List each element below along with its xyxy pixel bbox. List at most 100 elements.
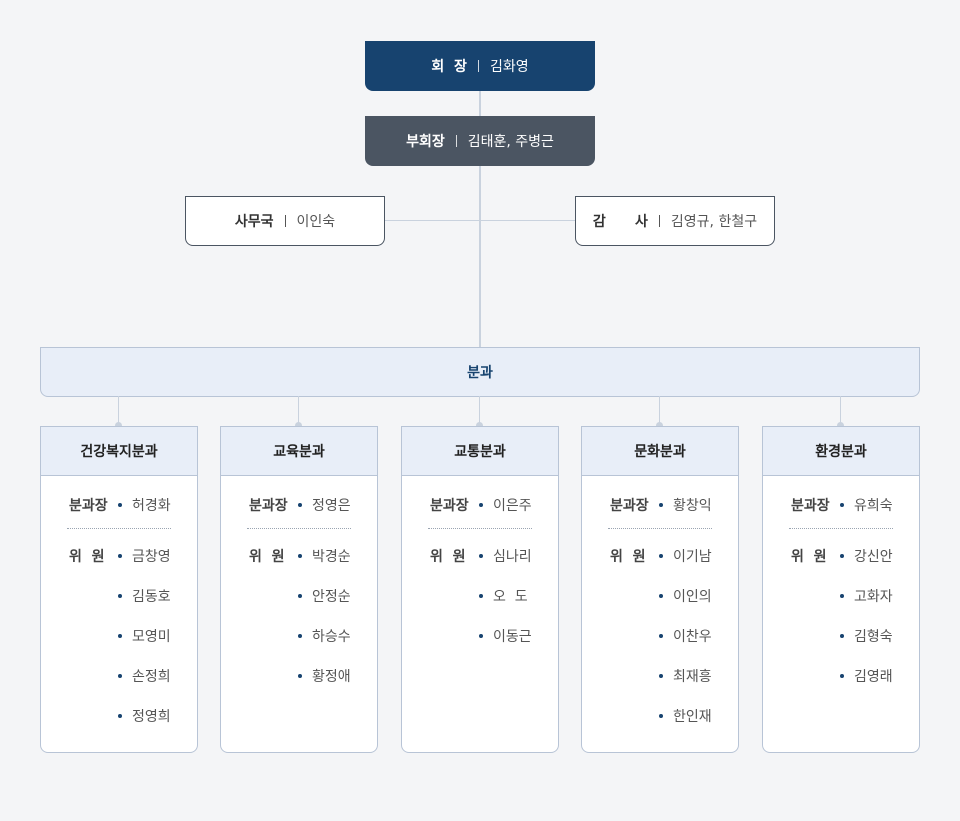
members-label: 위 원 bbox=[610, 549, 646, 565]
member-name: 최재흥 bbox=[673, 669, 712, 685]
departments-label: 분과 bbox=[467, 365, 493, 381]
bullet-icon bbox=[840, 503, 844, 507]
member-row: 이동근 bbox=[402, 626, 558, 646]
bullet-icon bbox=[118, 714, 122, 718]
department-connector-line bbox=[298, 396, 299, 426]
bullet-icon bbox=[118, 634, 122, 638]
head-label: 분과장 bbox=[430, 498, 469, 514]
department-connector-line bbox=[479, 396, 480, 426]
member-name: 정영희 bbox=[132, 709, 171, 725]
member-row: 위 원 심나리 bbox=[402, 546, 558, 566]
member-row: 손정희 bbox=[41, 666, 197, 686]
bullet-icon bbox=[840, 554, 844, 558]
member-name: 심나리 bbox=[493, 549, 532, 565]
member-name: 이동근 bbox=[493, 629, 532, 645]
bullet-icon bbox=[659, 674, 663, 678]
member-name: 고화자 bbox=[854, 589, 893, 605]
bullet-icon bbox=[840, 634, 844, 638]
bullet-icon bbox=[118, 503, 122, 507]
head-label: 분과장 bbox=[69, 498, 108, 514]
bullet-icon bbox=[479, 634, 483, 638]
bullet-icon bbox=[298, 634, 302, 638]
bullet-icon bbox=[298, 554, 302, 558]
bullet-icon bbox=[118, 594, 122, 598]
bullet-icon bbox=[479, 554, 483, 558]
member-row: 정영희 bbox=[41, 706, 197, 726]
member-row: 김영래 bbox=[763, 666, 919, 686]
bullet-icon bbox=[479, 503, 483, 507]
department-title: 교통분과 bbox=[402, 427, 558, 476]
department-title: 문화분과 bbox=[582, 427, 738, 476]
member-row: 위 원 이기남 bbox=[582, 546, 738, 566]
member-row: 위 원 금창영 bbox=[41, 546, 197, 566]
member-row: 황정애 bbox=[221, 666, 377, 686]
divider bbox=[658, 215, 660, 227]
members-label: 위 원 bbox=[249, 549, 285, 565]
department-title: 환경분과 bbox=[763, 427, 919, 476]
members-label: 위 원 bbox=[430, 549, 466, 565]
bullet-icon bbox=[298, 674, 302, 678]
member-name: 한인재 bbox=[673, 709, 712, 725]
member-name: 김형숙 bbox=[854, 629, 893, 645]
member-row: 안정순 bbox=[221, 586, 377, 606]
chairman-role: 회 장 bbox=[431, 59, 467, 75]
department-title: 건강복지분과 bbox=[41, 427, 197, 476]
connector-line bbox=[385, 220, 575, 221]
divider bbox=[477, 60, 479, 72]
audit-box: 감 사 김영규, 한철구 bbox=[575, 196, 775, 246]
dotted-divider bbox=[428, 528, 532, 529]
member-row: 김동호 bbox=[41, 586, 197, 606]
vice-chairman-box: 부회장 김태훈, 주병근 bbox=[365, 116, 595, 166]
office-role: 사무국 bbox=[234, 214, 274, 230]
connector-dot bbox=[656, 422, 663, 429]
member-row: 고화자 bbox=[763, 586, 919, 606]
connector-dot bbox=[295, 422, 302, 429]
audit-name: 김영규, 한철구 bbox=[670, 214, 758, 230]
connector-dot bbox=[837, 422, 844, 429]
department-connector-line bbox=[659, 396, 660, 426]
bullet-icon bbox=[659, 503, 663, 507]
head-label: 분과장 bbox=[791, 498, 830, 514]
dotted-divider bbox=[67, 528, 171, 529]
bullet-icon bbox=[659, 594, 663, 598]
department-connector-line bbox=[118, 396, 119, 426]
member-name: 이찬우 bbox=[673, 629, 712, 645]
vice-chairman-role: 부회장 bbox=[406, 134, 445, 150]
head-name: 허경화 bbox=[132, 498, 171, 514]
bullet-icon bbox=[840, 674, 844, 678]
office-name: 이인숙 bbox=[296, 214, 336, 230]
member-name: 오 도 bbox=[493, 589, 528, 605]
chairman-name: 김화영 bbox=[489, 59, 529, 75]
bullet-icon bbox=[298, 594, 302, 598]
member-name: 금창영 bbox=[132, 549, 171, 565]
connector-dot bbox=[115, 422, 122, 429]
dotted-divider bbox=[789, 528, 893, 529]
head-name: 유희숙 bbox=[854, 498, 893, 514]
head-name: 이은주 bbox=[493, 498, 532, 514]
member-row: 이찬우 bbox=[582, 626, 738, 646]
head-name: 정영은 bbox=[312, 498, 351, 514]
member-name: 박경순 bbox=[312, 549, 351, 565]
bullet-icon bbox=[298, 503, 302, 507]
department-head-row: 분과장 허경화 bbox=[41, 495, 197, 515]
member-row: 한인재 bbox=[582, 706, 738, 726]
members-label: 위 원 bbox=[69, 549, 105, 565]
audit-role: 감 사 bbox=[592, 214, 648, 230]
department-head-row: 분과장 이은주 bbox=[402, 495, 558, 515]
bullet-icon bbox=[118, 674, 122, 678]
head-label: 분과장 bbox=[249, 498, 288, 514]
bullet-icon bbox=[659, 634, 663, 638]
head-label: 분과장 bbox=[610, 498, 649, 514]
chairman-box: 회 장 김화영 bbox=[365, 41, 595, 91]
bullet-icon bbox=[840, 594, 844, 598]
member-name: 이기남 bbox=[673, 549, 712, 565]
member-name: 황정애 bbox=[312, 669, 351, 685]
member-row: 이인의 bbox=[582, 586, 738, 606]
members-label: 위 원 bbox=[791, 549, 827, 565]
